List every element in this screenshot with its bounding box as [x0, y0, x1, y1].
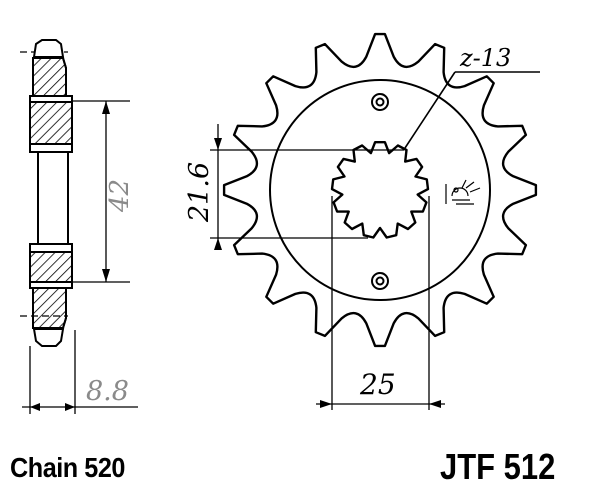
mounting-hole-top: [371, 93, 389, 111]
dimension-8-8-label: 8.8: [86, 376, 129, 407]
teeth-count-leader: [404, 71, 540, 149]
side-profile: [20, 39, 130, 414]
inner-hub-circle: [269, 79, 491, 301]
mounting-hole-bottom: [371, 272, 389, 290]
dimension-25-label: 25: [359, 368, 396, 401]
profile-upper-tooth: [32, 39, 65, 58]
dimension-21-6-label: 21.6: [184, 162, 215, 223]
part-number-label: JTF 512: [440, 446, 556, 487]
dimension-8-8: [22, 403, 138, 411]
dimension-21-6: [210, 124, 404, 250]
chain-size-label: Chain 520: [10, 452, 126, 483]
teeth-count-label: z-13: [459, 44, 511, 72]
front-view: [222, 32, 538, 348]
dimension-42: [102, 101, 110, 282]
profile-lower-tooth: [32, 328, 65, 347]
dimension-42-label: 42: [105, 179, 135, 213]
surface-symbol-icon: [445, 179, 481, 205]
dimension-25: [316, 196, 445, 410]
spline-bore: [330, 141, 430, 239]
